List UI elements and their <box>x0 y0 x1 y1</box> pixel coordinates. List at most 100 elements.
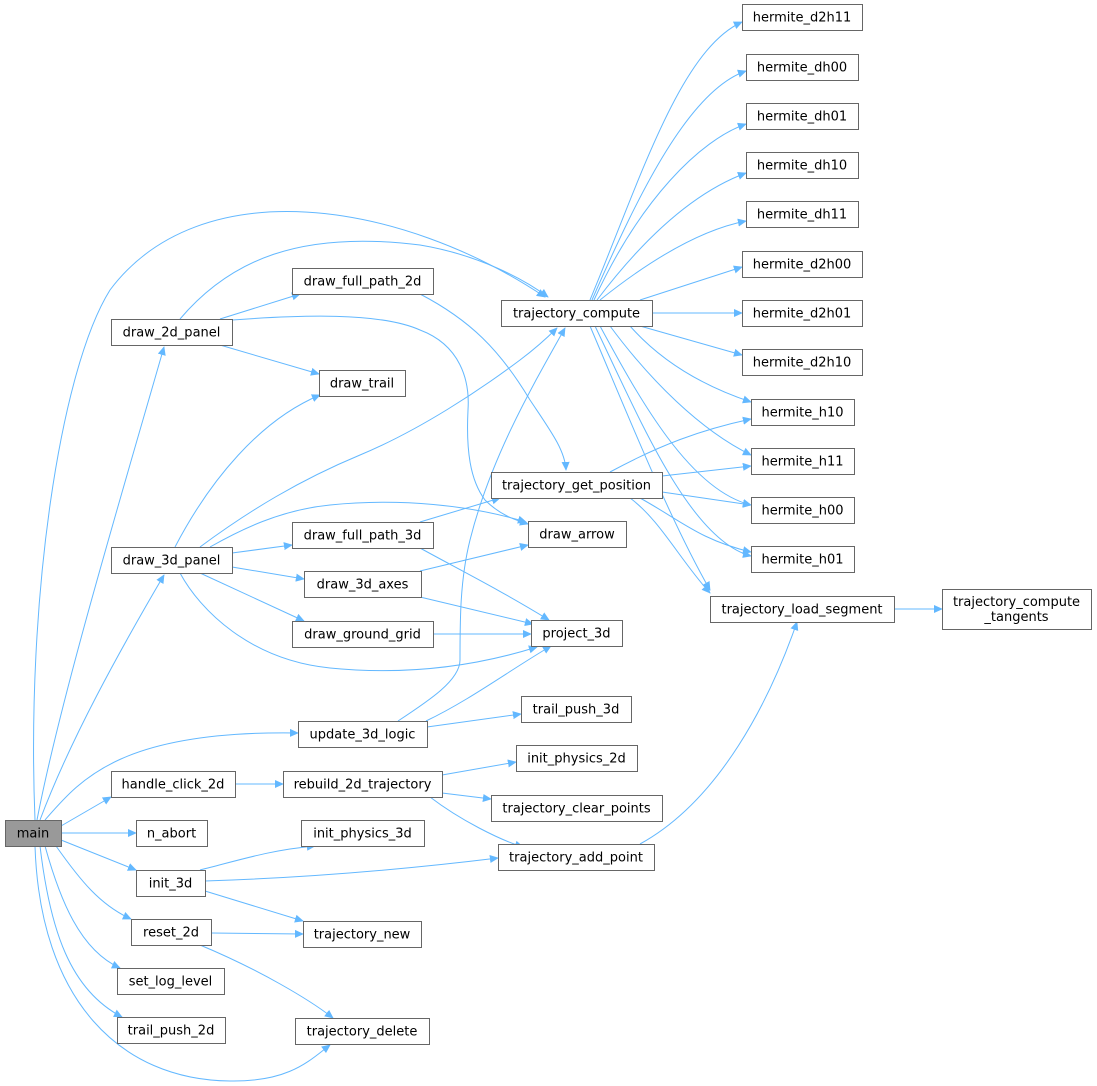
edge-main-to-reset_2d <box>55 845 132 920</box>
node-hermite_h00[interactable]: hermite_h00 <box>751 497 855 524</box>
node-trail_push_2d[interactable]: trail_push_2d <box>117 1017 226 1044</box>
node-label: hermite_h01 <box>761 553 843 568</box>
nodes-layer: main draw_2d_panel draw_3d_panel handle_cli… <box>5 4 1092 1045</box>
node-box <box>501 300 653 327</box>
node-handle_click_2d[interactable]: handle_click_2d <box>111 771 236 798</box>
edge-draw_3d_panel-to-trajectory_compute <box>199 327 558 548</box>
node-draw_ground_grid[interactable]: draw_ground_grid <box>292 621 434 648</box>
node-label: trajectory_get_position <box>502 479 651 494</box>
node-label: draw_arrow <box>539 528 615 543</box>
node-label: draw_trail <box>330 377 394 392</box>
node-reset_2d[interactable]: reset_2d <box>131 919 212 946</box>
node-box <box>136 820 208 847</box>
node-trajectory_add_point[interactable]: trajectory_add_point <box>498 844 655 871</box>
node-label: draw_full_path_3d <box>304 529 422 544</box>
edge-draw_3d_panel-to-draw_3d_axes <box>231 566 305 582</box>
node-draw_2d_panel[interactable]: draw_2d_panel <box>111 319 233 346</box>
node-trajectory_new[interactable]: trajectory_new <box>303 921 422 948</box>
node-hermite_dh01[interactable]: hermite_dh01 <box>746 103 859 130</box>
node-n_abort[interactable]: n_abort <box>136 820 208 847</box>
node-box <box>298 721 428 748</box>
edge-trajectory_get_position-to-hermite_h00 <box>661 491 752 508</box>
node-box <box>746 103 859 130</box>
node-box <box>111 547 233 574</box>
node-trajectory_clear_points[interactable]: trajectory_clear_points <box>491 795 663 822</box>
node-hermite_d2h11[interactable]: hermite_d2h11 <box>742 4 863 31</box>
node-trajectory_compute[interactable]: trajectory_compute <box>501 300 653 327</box>
edge-main-to-init_3d <box>60 839 137 871</box>
node-hermite_d2h01[interactable]: hermite_d2h01 <box>742 300 863 327</box>
edge-update_3d_logic-to-trail_push_3d <box>426 711 522 728</box>
edge-reset_2d-to-trajectory_delete <box>199 944 334 1019</box>
node-label: hermite_dh10 <box>757 159 847 174</box>
edge-draw_2d_panel-to-draw_trail <box>219 344 320 376</box>
node-draw_full_path_2d[interactable]: draw_full_path_2d <box>292 268 434 295</box>
node-trajectory_delete[interactable]: trajectory_delete <box>295 1018 430 1045</box>
node-set_log_level[interactable]: set_log_level <box>117 968 225 995</box>
node-trajectory_get_position[interactable]: trajectory_get_position <box>491 472 663 499</box>
node-label: init_physics_3d <box>313 827 412 842</box>
node-label: set_log_level <box>129 975 213 990</box>
node-project_3d[interactable]: project_3d <box>531 620 623 647</box>
node-draw_3d_panel[interactable]: draw_3d_panel <box>111 547 233 574</box>
node-hermite_h11[interactable]: hermite_h11 <box>751 448 855 475</box>
edge-draw_2d_panel-to-draw_arrow <box>231 315 529 526</box>
edge-init_3d-to-trajectory_add_point <box>204 854 499 882</box>
node-box <box>751 497 855 524</box>
node-box <box>136 870 206 897</box>
node-rebuild_2d_trajectory[interactable]: rebuild_2d_trajectory <box>283 771 443 798</box>
node-hermite_dh00[interactable]: hermite_dh00 <box>746 54 859 81</box>
node-label: trajectory_new <box>314 928 411 943</box>
node-box <box>531 620 623 647</box>
edge-trajectory_compute-to-hermite_h10 <box>629 325 752 404</box>
node-main[interactable]: main <box>5 820 62 847</box>
node-init_3d[interactable]: init_3d <box>136 870 206 897</box>
node-hermite_dh10[interactable]: hermite_dh10 <box>746 152 859 179</box>
edge-draw_full_path_2d-to-trajectory_get_position <box>419 293 570 471</box>
node-trajectory_load_segment[interactable]: trajectory_load_segment <box>710 596 895 623</box>
node-box <box>117 1017 226 1044</box>
edge-update_3d_logic-to-trajectory_compute <box>397 327 566 722</box>
edge-main-to-draw_2d_panel <box>36 346 166 821</box>
node-label: draw_ground_grid <box>304 628 421 643</box>
node-label: hermite_h10 <box>761 406 843 421</box>
node-label: hermite_h00 <box>761 504 843 519</box>
node-label: trajectory_compute <box>953 595 1080 610</box>
node-box <box>111 771 236 798</box>
node-hermite_d2h10[interactable]: hermite_d2h10 <box>742 349 863 376</box>
node-box <box>295 1018 430 1045</box>
node-box <box>491 472 663 499</box>
node-label: project_3d <box>542 627 610 642</box>
node-hermite_dh11[interactable]: hermite_dh11 <box>746 201 859 228</box>
node-init_physics_3d[interactable]: init_physics_3d <box>301 820 425 847</box>
node-draw_arrow[interactable]: draw_arrow <box>528 521 627 548</box>
node-label: trajectory_load_segment <box>721 603 882 618</box>
node-hermite_h10[interactable]: hermite_h10 <box>751 399 855 426</box>
edge-main-to-trajectory_delete <box>34 845 331 1082</box>
edge-reset_2d-to-trajectory_new <box>210 929 304 938</box>
node-trail_push_3d[interactable]: trail_push_3d <box>521 696 632 723</box>
node-draw_full_path_3d[interactable]: draw_full_path_3d <box>292 522 434 549</box>
node-box <box>751 448 855 475</box>
edge-trajectory_get_position-to-hermite_h01 <box>639 497 752 555</box>
node-hermite_d2h00[interactable]: hermite_d2h00 <box>742 251 863 278</box>
node-label: _tangents <box>983 610 1048 625</box>
node-draw_trail[interactable]: draw_trail <box>319 370 406 397</box>
edge-main-to-draw_3d_panel <box>39 574 165 821</box>
node-box <box>528 521 627 548</box>
node-draw_3d_axes[interactable]: draw_3d_axes <box>304 571 422 598</box>
edge-trajectory_get_position-to-hermite_h11 <box>661 462 752 477</box>
node-init_physics_2d[interactable]: init_physics_2d <box>516 745 638 772</box>
node-box <box>742 251 863 278</box>
node-trajectory_compute_tangents[interactable]: trajectory_compute_tangents <box>942 589 1092 630</box>
node-box <box>742 300 863 327</box>
node-box <box>283 771 443 798</box>
node-hermite_h01[interactable]: hermite_h01 <box>751 546 855 573</box>
edge-draw_3d_panel-to-draw_arrow <box>209 501 527 548</box>
node-box <box>117 968 225 995</box>
node-label: trajectory_delete <box>307 1025 418 1040</box>
node-box <box>498 844 655 871</box>
edge-trajectory_compute-to-hermite_dh11 <box>599 218 747 301</box>
node-update_3d_logic[interactable]: update_3d_logic <box>298 721 428 748</box>
node-box <box>304 571 422 598</box>
